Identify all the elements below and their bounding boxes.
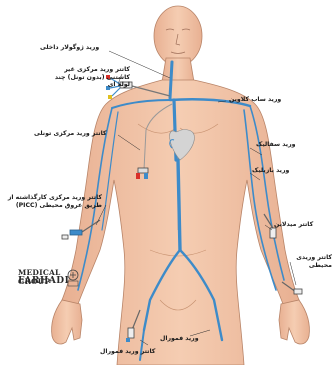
label-femoral-vein: ورید فمورال	[160, 335, 199, 343]
label-tunneled-cvc: کاتتر ورید مرکزی تونلی	[34, 130, 107, 138]
label-femoral-catheter: کاتتر ورید فمورال	[100, 348, 155, 356]
head	[154, 6, 202, 66]
left-hand	[52, 300, 82, 344]
label-internal-jugular: ورید ژوگولار داخلی	[40, 44, 99, 52]
label-picc: کاتتر ورید مرکزی کارگذاشته از طریق عروق …	[6, 194, 102, 209]
body-figure	[52, 6, 310, 365]
label-non-tunneled-cvc: کاتتر ورید مرکزی غیر کاشتنی (بدون تونل) …	[46, 66, 130, 89]
logo-seal-icon	[66, 269, 80, 287]
internal-jugular-vein	[170, 62, 172, 98]
label-subclavian: ورید ساب کلاوین	[229, 96, 281, 104]
neck	[162, 58, 194, 82]
label-peripheral: کاتتر وریدی محیطی	[290, 254, 332, 269]
label-cephalic: ورید سفالیک	[256, 141, 296, 149]
right-hand	[279, 300, 309, 344]
label-basilic: ورید بازیلیک	[252, 167, 289, 175]
label-midline: کاتتر میدلاین	[274, 221, 313, 229]
inferior-vena-cava	[178, 160, 180, 250]
publisher-logo: MEDICAL GROUP FARHADI	[18, 268, 88, 290]
logo-line-2: FARHADI	[18, 276, 69, 286]
